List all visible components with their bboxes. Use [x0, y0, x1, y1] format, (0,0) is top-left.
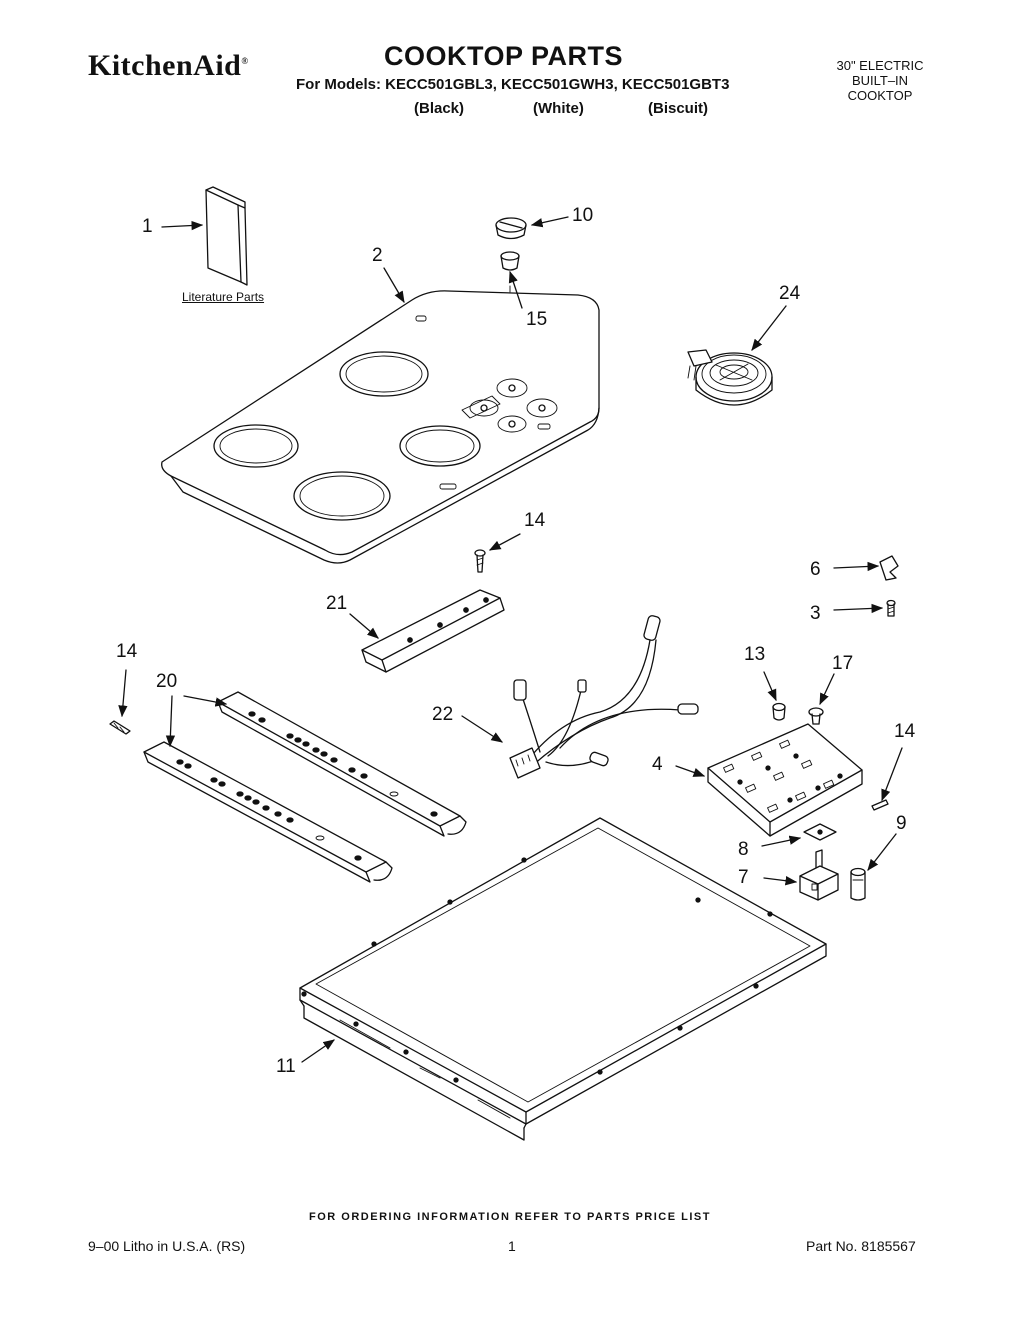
screw: [871, 799, 889, 811]
screw: [808, 707, 824, 725]
side-rail-front: [143, 741, 393, 883]
callout-14: 14: [894, 721, 916, 742]
callout-7: 7: [738, 867, 749, 888]
literature-parts-label: Literature Parts: [182, 290, 265, 304]
mounting-plate: [803, 823, 837, 841]
page-number: 1: [508, 1238, 516, 1254]
litho-note: 9–00 Litho in U.S.A. (RS): [88, 1238, 246, 1254]
cooktop-glass: [161, 290, 600, 564]
radiant-element: [687, 349, 773, 406]
registered-mark: ®: [241, 56, 249, 66]
callout-11: 11: [276, 1056, 296, 1077]
callout-2: 2: [372, 245, 383, 266]
callout-17: 17: [832, 653, 854, 674]
callout-9: 9: [896, 813, 907, 834]
color-biscuit: (Biscuit): [648, 100, 708, 117]
callout-8: 8: [738, 839, 749, 860]
appliance-type-line: BUILT–IN: [851, 73, 909, 88]
color-white: (White): [533, 100, 584, 117]
callout-leader-lines: [118, 216, 903, 1063]
wire-harness: [509, 615, 699, 779]
callout-22: 22: [432, 704, 454, 725]
front-bracket: [361, 589, 505, 673]
knob-stem: [850, 867, 866, 901]
appliance-type: 30" ELECTRIC BUILT–IN COOKTOP: [820, 58, 940, 103]
clip: [879, 555, 899, 581]
brand-name: KitchenAid: [88, 49, 242, 82]
models-line: For Models: KECC501GBL3, KECC501GWH3, KE…: [296, 76, 730, 93]
screw: [886, 599, 896, 617]
page-title: COOKTOP PARTS: [384, 41, 624, 71]
callout-1: 1: [142, 216, 153, 237]
cooktop-base: [299, 817, 827, 1141]
appliance-type-line: COOKTOP: [847, 88, 913, 103]
callout-13: 13: [744, 644, 766, 665]
callout-6: 6: [810, 559, 821, 580]
callout-4: 4: [652, 754, 663, 775]
control-knob: [495, 217, 527, 240]
callout-15: 15: [526, 309, 548, 330]
infinite-switch: [799, 849, 839, 901]
side-rail-rear: [217, 691, 467, 837]
callout-24: 24: [779, 283, 801, 304]
screw: [474, 549, 486, 573]
callout-21: 21: [326, 593, 348, 614]
callout-10: 10: [572, 205, 594, 226]
callout-3: 3: [810, 603, 821, 624]
callout-20: 20: [156, 671, 178, 692]
callout-14: 14: [524, 510, 546, 531]
ordering-note: FOR ORDERING INFORMATION REFER TO PARTS …: [309, 1211, 711, 1223]
screw: [109, 720, 131, 735]
brand-logo: KitchenAid®: [88, 44, 249, 83]
literature-booklet: [205, 186, 248, 286]
part-number: Part No. 8185567: [806, 1238, 916, 1254]
callout-14: 14: [116, 641, 138, 662]
bushing: [772, 702, 786, 721]
knob-insert: [500, 251, 520, 271]
switch-bracket: [707, 723, 863, 837]
color-black: (Black): [414, 100, 465, 117]
appliance-type-line: 30" ELECTRIC: [836, 58, 924, 73]
